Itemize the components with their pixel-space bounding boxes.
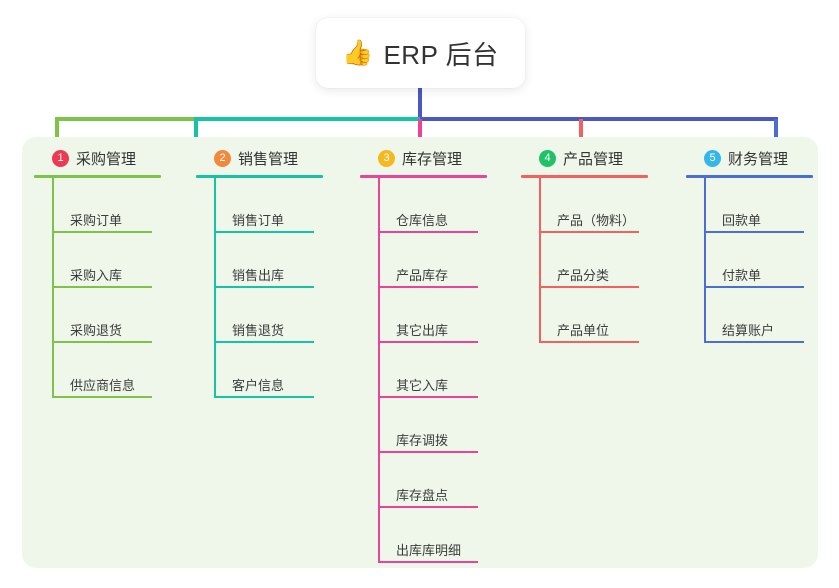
branch-badge-4: 4 xyxy=(539,149,556,167)
branch-title-3: 库存管理 xyxy=(402,150,463,168)
root-title: ERP 后台 xyxy=(383,39,499,70)
branch-badge-3: 3 xyxy=(378,149,395,167)
item-label: 回款单 xyxy=(722,213,762,228)
list-item[interactable]: 仓库信息 xyxy=(378,178,510,233)
list-item[interactable]: 其它出库 xyxy=(378,288,510,343)
branch-header-2[interactable]: 2 销售管理 xyxy=(196,146,346,170)
list-item[interactable]: 产品（物料） xyxy=(539,178,671,233)
list-item[interactable]: 供应商信息 xyxy=(52,343,184,398)
item-label: 结算账户 xyxy=(722,323,775,338)
branch-items-5: 回款单 付款单 结算账户 xyxy=(686,178,836,343)
item-label: 库存调拨 xyxy=(396,433,449,448)
list-item[interactable]: 采购退货 xyxy=(52,288,184,343)
branch-underline-4 xyxy=(521,175,648,178)
branch-items-1: 采购订单 采购入库 采购退货 供应商信息 xyxy=(34,178,184,398)
item-label: 销售出库 xyxy=(232,268,285,283)
item-label: 产品分类 xyxy=(557,268,610,283)
branch-title-5: 财务管理 xyxy=(728,150,789,168)
branch-title-2: 销售管理 xyxy=(238,150,299,168)
item-label: 供应商信息 xyxy=(70,378,136,393)
item-label: 客户信息 xyxy=(232,378,285,393)
root-node[interactable]: 👍 ERP 后台 xyxy=(316,18,525,88)
list-item[interactable]: 采购入库 xyxy=(52,233,184,288)
item-label: 仓库信息 xyxy=(396,213,449,228)
item-label: 采购入库 xyxy=(70,268,123,283)
item-label: 付款单 xyxy=(722,268,762,283)
branch-badge-5: 5 xyxy=(704,149,721,167)
branch-underline-2 xyxy=(196,175,323,178)
list-item[interactable]: 采购订单 xyxy=(52,178,184,233)
list-item[interactable]: 其它入库 xyxy=(378,343,510,398)
diagram-canvas xyxy=(22,137,818,568)
branch-underline-1 xyxy=(34,175,161,178)
item-label: 采购订单 xyxy=(70,213,123,228)
thumbs-up-icon: 👍 xyxy=(342,38,374,67)
branch-underline-5 xyxy=(686,175,813,178)
branch-title-4: 产品管理 xyxy=(563,150,624,168)
list-item[interactable]: 销售出库 xyxy=(214,233,346,288)
branch-title-1: 采购管理 xyxy=(76,150,137,168)
item-label: 出库库明细 xyxy=(396,543,462,558)
list-item[interactable]: 销售订单 xyxy=(214,178,346,233)
item-label: 产品单位 xyxy=(557,323,610,338)
list-item[interactable]: 回款单 xyxy=(704,178,836,233)
item-label: 库存盘点 xyxy=(396,488,449,503)
item-label: 其它入库 xyxy=(396,378,449,393)
list-item[interactable]: 出库库明细 xyxy=(378,508,510,563)
list-item[interactable]: 销售退货 xyxy=(214,288,346,343)
item-label: 销售退货 xyxy=(232,323,285,338)
item-label: 其它出库 xyxy=(396,323,449,338)
list-item[interactable]: 产品库存 xyxy=(378,233,510,288)
branch-column-4: 4 产品管理 产品（物料） 产品分类 产品单位 xyxy=(521,146,671,343)
list-item[interactable]: 付款单 xyxy=(704,233,836,288)
item-label: 销售订单 xyxy=(232,213,285,228)
branch-badge-1: 1 xyxy=(52,149,69,167)
item-label: 采购退货 xyxy=(70,323,123,338)
branch-items-3: 仓库信息 产品库存 其它出库 其它入库 库存调拨 库存盘点 出库库明细 xyxy=(360,178,510,563)
branch-column-5: 5 财务管理 回款单 付款单 结算账户 xyxy=(686,146,836,343)
branch-column-2: 2 销售管理 销售订单 销售出库 销售退货 客户信息 xyxy=(196,146,346,398)
branch-badge-2: 2 xyxy=(214,149,231,167)
branch-header-5[interactable]: 5 财务管理 xyxy=(686,146,836,170)
branch-underline-3 xyxy=(360,175,487,178)
branch-header-3[interactable]: 3 库存管理 xyxy=(360,146,510,170)
item-label: 产品（物料） xyxy=(557,213,636,228)
branch-items-2: 销售订单 销售出库 销售退货 客户信息 xyxy=(196,178,346,398)
branch-items-4: 产品（物料） 产品分类 产品单位 xyxy=(521,178,671,343)
branch-header-4[interactable]: 4 产品管理 xyxy=(521,146,671,170)
branch-header-1[interactable]: 1 采购管理 xyxy=(34,146,184,170)
branch-column-1: 1 采购管理 采购订单 采购入库 采购退货 供应商信息 xyxy=(34,146,184,398)
item-label: 产品库存 xyxy=(396,268,449,283)
branch-column-3: 3 库存管理 仓库信息 产品库存 其它出库 其它入库 库存调拨 库存盘点 出库库… xyxy=(360,146,510,563)
list-item[interactable]: 库存调拨 xyxy=(378,398,510,453)
list-item[interactable]: 客户信息 xyxy=(214,343,346,398)
list-item[interactable]: 库存盘点 xyxy=(378,453,510,508)
list-item[interactable]: 产品单位 xyxy=(539,288,671,343)
list-item[interactable]: 产品分类 xyxy=(539,233,671,288)
list-item[interactable]: 结算账户 xyxy=(704,288,836,343)
